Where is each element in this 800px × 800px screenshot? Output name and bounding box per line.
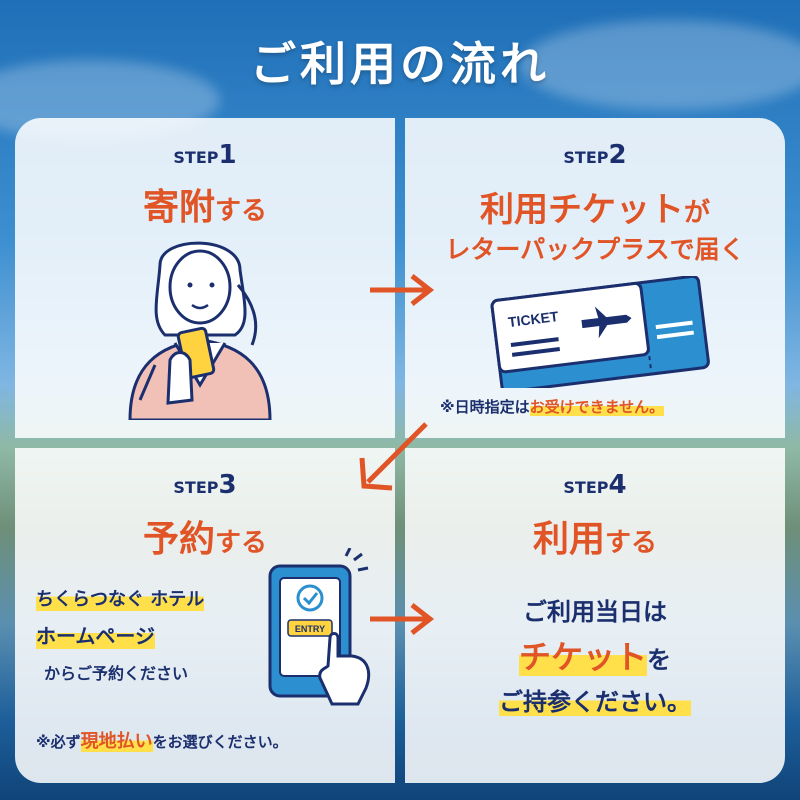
step4-label: STEP4 [563,470,627,500]
arrow-right-icon [370,603,435,635]
cloud [520,20,800,110]
step1-heading: 寄附する [142,187,268,228]
woman-with-phone-illustration [128,241,272,420]
smartphone-entry-illustration: ENTRY [268,548,371,706]
step3-note: ※必ず現地払いをお選びください。 [36,731,288,752]
step3-label: STEP3 [173,470,237,500]
ticket-illustration: TICKET [490,276,710,388]
step2-label: STEP2 [563,140,627,170]
page-title: ご利用の流れ [250,37,550,91]
step4-line3: ご持参ください。 [499,688,691,716]
arrow-right-icon [370,274,435,306]
step2-note: ※日時指定はお受けできません。 [440,398,665,416]
step3-heading: 予約する [142,519,268,560]
step4-line1: ご利用当日は [523,598,667,626]
step3-line1: ちくらつなぐ ホテル [36,585,205,611]
step4-panel [405,448,785,783]
step2-heading-line2: レターパックプラスで届く [445,235,745,264]
step4-line2: チケットを [518,638,671,676]
step3-line3: からご予約ください [44,664,189,683]
arrow-down-left-icon [359,422,428,491]
step4-heading: 利用する [532,519,658,560]
step1-label: STEP1 [173,140,237,170]
ticket-text: TICKET [507,308,560,330]
entry-text: ENTRY [295,624,325,634]
step3-line2: ホームページ [36,620,155,649]
step2-panel [405,118,785,438]
step2-heading: 利用チケットが [479,190,710,230]
